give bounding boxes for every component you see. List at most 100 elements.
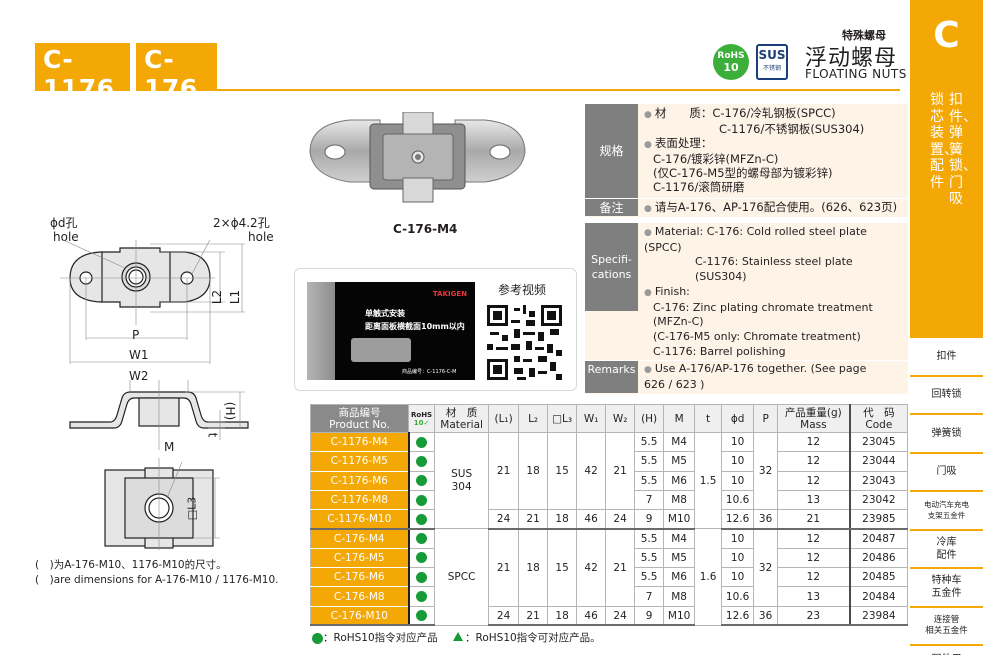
product-id[interactable]: C-176-M6	[310, 567, 410, 588]
section-tab: C 扣件、弹簧锁、门吸 锁芯装置、配件	[910, 0, 983, 338]
bullet-icon: ●	[644, 204, 652, 214]
product-id[interactable]: C-176-M10	[310, 605, 410, 627]
col-w2: W₂	[605, 404, 636, 433]
qr-code-icon[interactable]	[487, 305, 562, 380]
sidebar-item-label: 冷库 配件	[936, 536, 957, 561]
cell-w1: 42	[576, 528, 607, 607]
sidebar-item-door-stop[interactable]: 门吸	[910, 454, 983, 492]
panel-image	[307, 282, 335, 380]
cell-p: 32	[753, 528, 779, 607]
hole-d-label: ϕd孔	[50, 216, 78, 230]
product-image	[351, 338, 411, 362]
cell-mass: 13	[777, 489, 851, 511]
rohs-dot-icon	[416, 475, 428, 487]
remarks-label: Remarks	[585, 361, 638, 394]
sidebar-item-ev-charger[interactable]: 电动汽车充电 支架五金件	[910, 492, 983, 531]
product-id[interactable]: C-176-M5	[310, 547, 410, 569]
cell-m: M4	[663, 431, 696, 453]
finish-line: C-176/镀彩锌(MFZn-C)	[653, 152, 779, 166]
sidebar-item-cold-storage[interactable]: 冷库 配件	[910, 531, 983, 569]
cell-m: M5	[663, 451, 696, 472]
cell-p: 36	[753, 509, 779, 530]
sidebar-item-rotary-lock[interactable]: 回转锁	[910, 377, 983, 415]
table-row: C-1176-M4 SUS 304 21 18 15 42 21 5.5 M4 …	[310, 431, 909, 530]
sidebar-item-pipe-hardware[interactable]: 连接管 相关五金件	[910, 608, 983, 646]
material-line: C-176/冷轧钢板(SPCC)	[712, 106, 836, 120]
cell-w2: 24	[605, 605, 636, 627]
dim-l3: □L3	[185, 496, 199, 521]
cell-h: 5.5	[634, 451, 665, 472]
sidebar-item-fasteners[interactable]: 扣件	[910, 338, 983, 377]
product-id[interactable]: C-1176-M6	[310, 470, 410, 491]
cell-d: 10	[721, 547, 755, 569]
rohs-status	[407, 567, 436, 588]
cell-l2: 18	[518, 528, 549, 607]
cell-code: 20484	[848, 586, 909, 607]
col-code: 代 码 Code	[848, 404, 909, 433]
product-id[interactable]: C-1176-M4	[310, 431, 410, 453]
side-and-bottom-view-drawing	[69, 380, 249, 550]
cell-w1: 42	[576, 431, 607, 511]
col-d: ϕd	[721, 404, 755, 433]
finish-line: C-1176: Barrel polishing	[653, 344, 786, 358]
rohs-dot-icon	[416, 591, 428, 603]
rohs-status	[407, 547, 436, 569]
reference-video-card[interactable]: TAKIGEN 单触式安装 距离面板横截面10mm以内 商品编号：C-1176-…	[294, 268, 577, 391]
table-row: C-1176-M6 5.5 M6 10 12 23043	[310, 470, 909, 491]
page-title-en: FLOATING NUTS	[805, 67, 907, 81]
sus-logo-icon: SUS 不锈钢	[756, 44, 788, 80]
sidebar-item-label: 特种车 五金件	[931, 575, 962, 600]
cell-mass: 21	[777, 509, 851, 530]
model-tab-c1176: C-1176 不锈钢制	[35, 43, 130, 114]
video-title: 参考视频	[498, 283, 547, 297]
cell-mass: 12	[777, 547, 851, 569]
finish-label: Finish:	[654, 284, 690, 298]
cell-d: 10	[721, 451, 755, 472]
product-photo	[309, 112, 526, 203]
cell-l3: 15	[547, 431, 578, 511]
col-p: P	[753, 404, 779, 433]
dim-p: P	[132, 328, 140, 342]
product-id[interactable]: C-1176-M5	[310, 451, 410, 472]
cell-m: M10	[663, 509, 696, 530]
cell-mass: 23	[777, 605, 851, 627]
sus-logo-subtext: 不锈钢	[762, 65, 781, 72]
photo-caption: C-176-M4	[393, 222, 458, 236]
rohs-logo-text: RoHS	[717, 51, 745, 61]
cell-w2: 21	[605, 431, 636, 511]
table-row: C-1176-M10 24 21 18 46 24 9 M10 12.6 36 …	[310, 509, 909, 530]
sus-logo-text: SUS	[758, 48, 786, 62]
cell-code: 20486	[848, 547, 909, 569]
material-line: C-1176/不锈钢板(SUS304)	[719, 122, 865, 136]
cell-code: 20485	[848, 567, 909, 588]
cell-l3: 18	[547, 509, 578, 530]
cell-h: 5.5	[634, 431, 665, 453]
col-h: (H)	[634, 404, 665, 433]
cell-d: 12.6	[721, 509, 755, 530]
dim-l2: L2	[210, 289, 225, 305]
sidebar-item-label: 回转锁	[931, 389, 962, 401]
remarks-text: 请与A-176、AP-176配合使用。(626、623页)	[654, 200, 898, 214]
table-row: C-176-M10 24 21 18 46 24 9 M10 12.6 36 2…	[310, 605, 909, 627]
col-material: 材 质 Material	[434, 404, 490, 433]
sidebar-item-spring-lock[interactable]: 弹簧锁	[910, 415, 983, 454]
product-id[interactable]: C-176-M8	[310, 586, 410, 607]
product-id[interactable]: C-176-M4	[310, 528, 410, 549]
cell-h: 5.5	[634, 470, 665, 491]
sidebar-item-special-vehicle[interactable]: 特种车 五金件	[910, 569, 983, 608]
col-l2: L₂	[518, 404, 549, 433]
sidebar-item-outdoor[interactable]: 野外用	[910, 646, 983, 655]
material-label: 材 质：	[654, 106, 713, 120]
cell-l1: 24	[488, 605, 520, 627]
rohs-dot-icon	[416, 533, 428, 545]
spec-label: 规格	[585, 104, 638, 198]
spec-row: Specifi- cations ●Material: C-176: Cold …	[585, 223, 908, 362]
col-m: M	[663, 404, 696, 433]
rohs-dot-icon	[416, 455, 428, 467]
video-thumbnail[interactable]: TAKIGEN 单触式安装 距离面板横截面10mm以内 商品编号：C-1176-…	[307, 282, 475, 380]
cell-code: 23045	[848, 431, 909, 453]
product-id[interactable]: C-1176-M8	[310, 489, 410, 511]
product-id[interactable]: C-1176-M10	[310, 509, 410, 530]
col-l3: □L₃	[547, 404, 578, 433]
